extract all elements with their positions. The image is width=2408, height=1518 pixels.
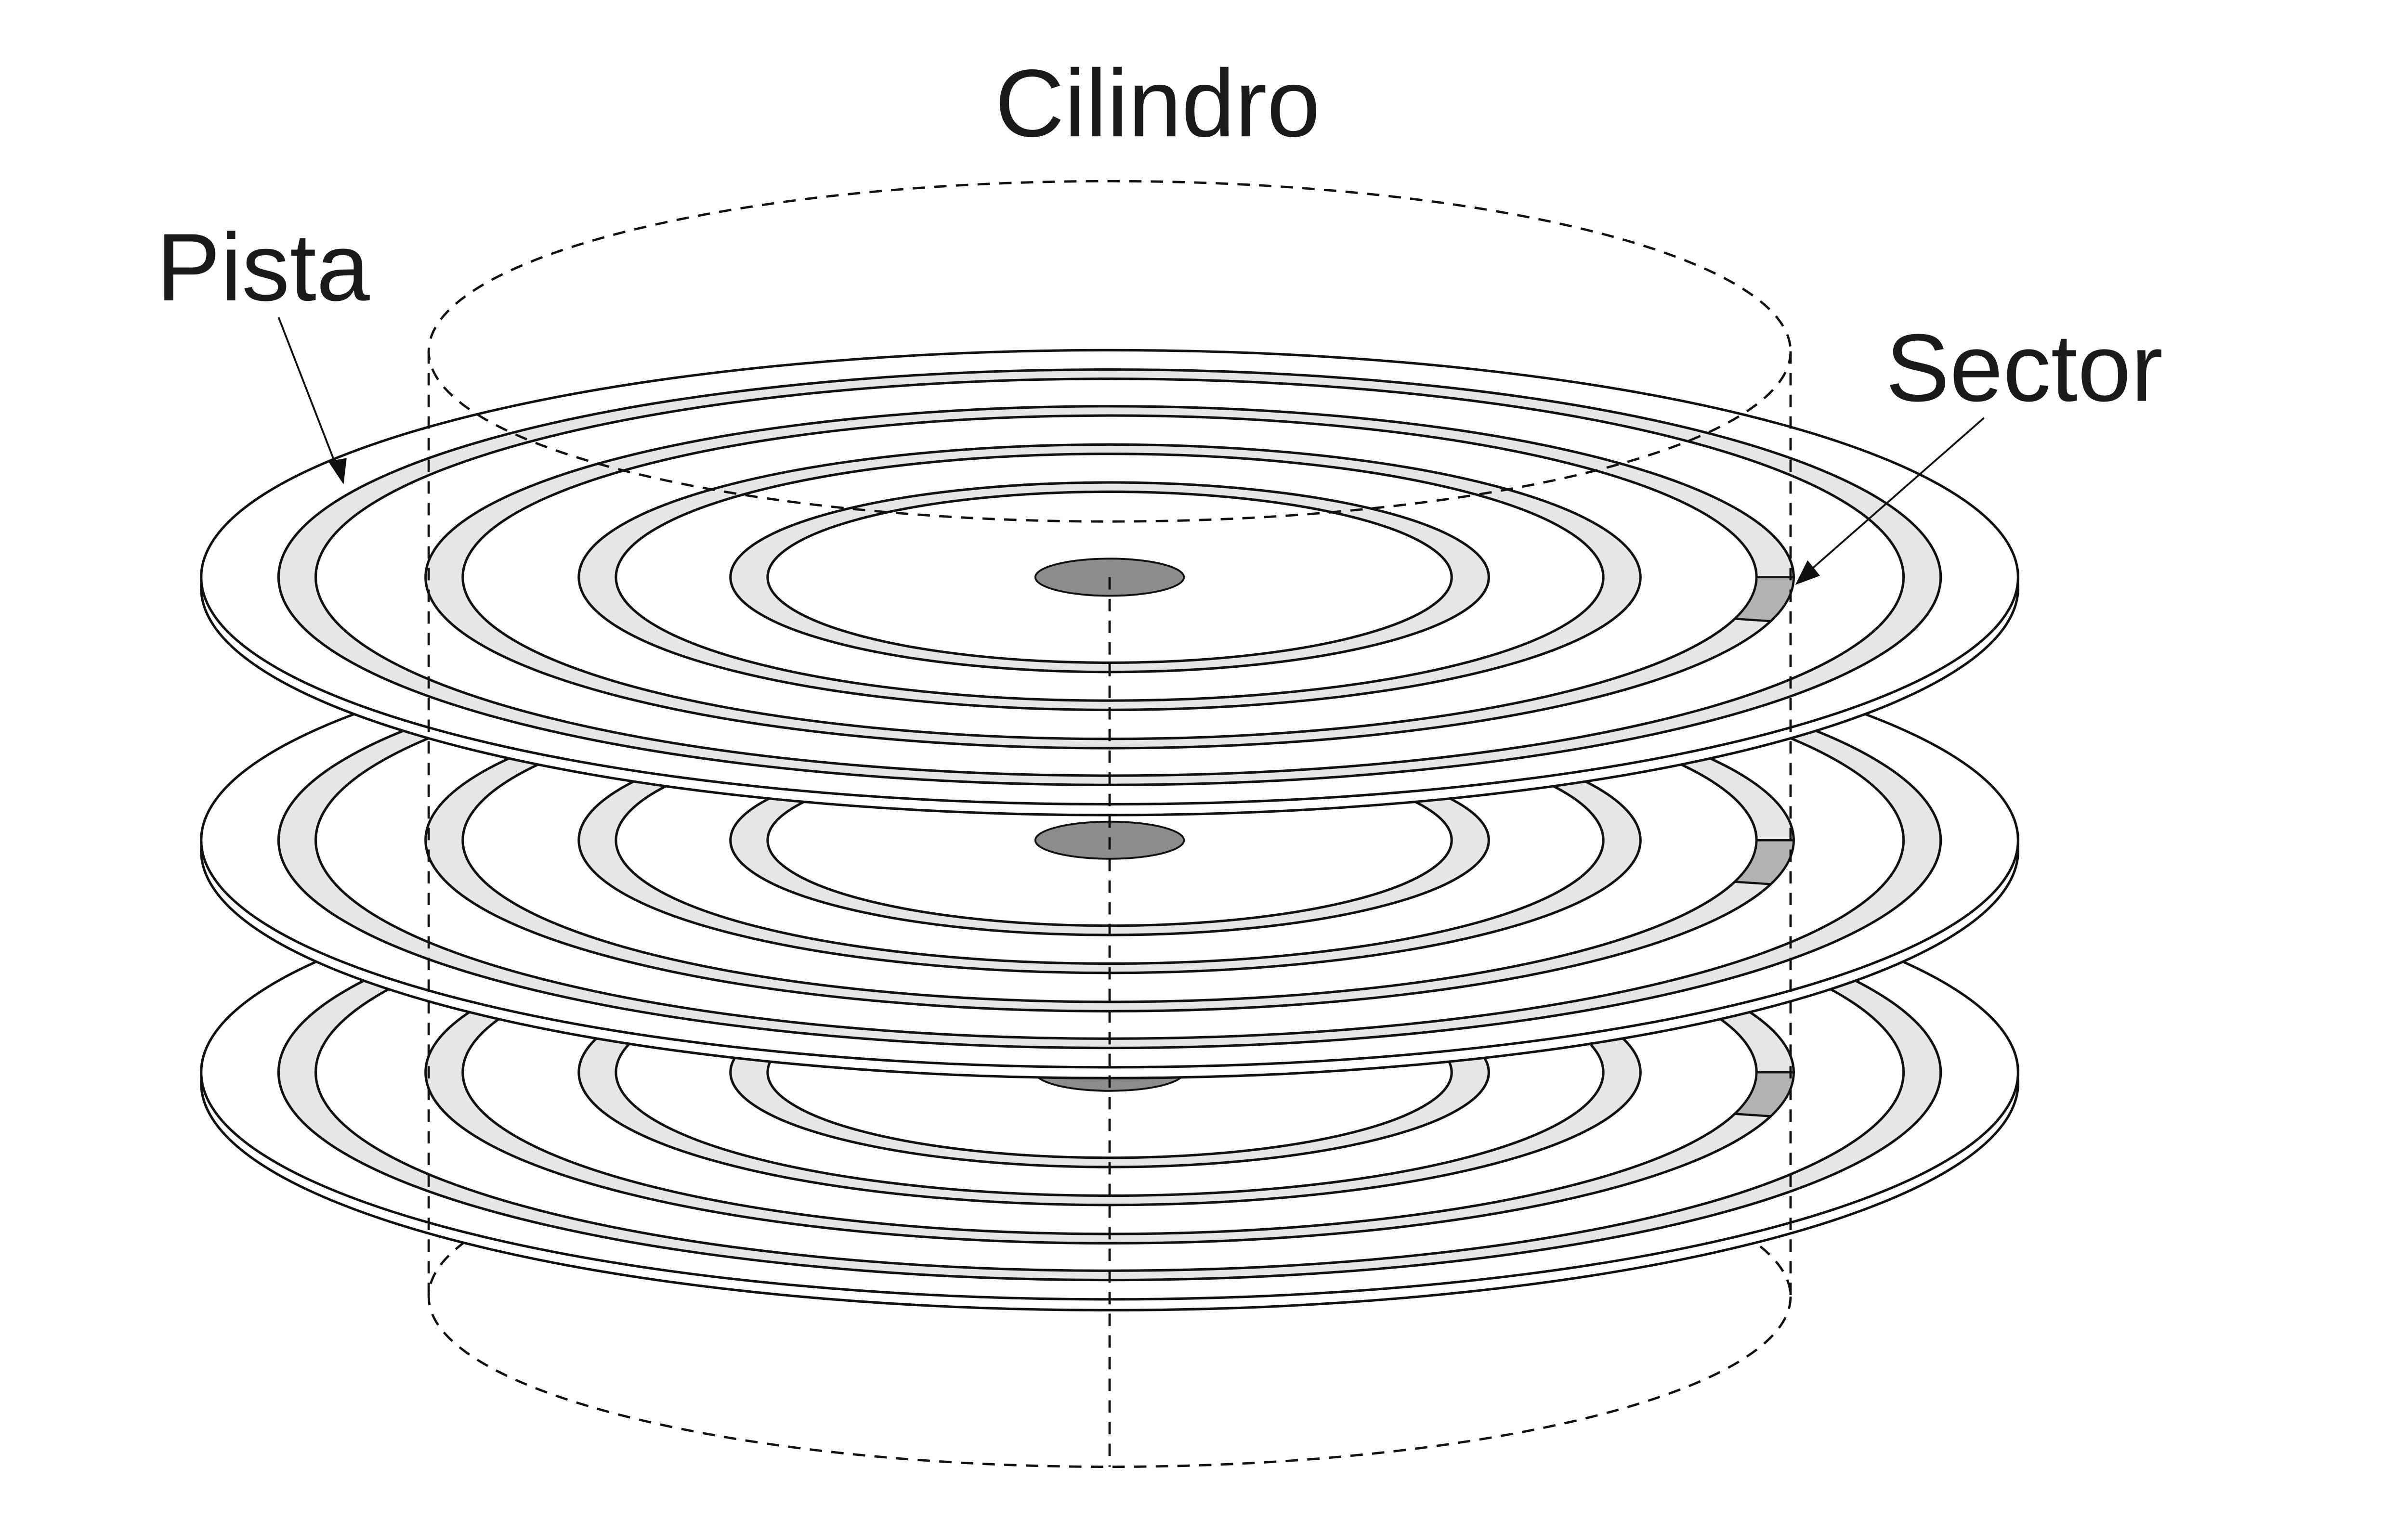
cylinder-outline	[427, 180, 1792, 1467]
platter-1	[200, 349, 2019, 817]
sector-label: Sector	[1885, 315, 2163, 422]
cylinder-label: Cilindro	[995, 50, 1320, 157]
platter-stack	[200, 349, 2019, 1311]
track-arrow-head-icon	[328, 458, 347, 485]
track-pointer	[277, 317, 347, 485]
sector-arrow-head-icon	[1795, 560, 1820, 585]
sector-pointer	[1795, 417, 1985, 585]
spindle-hub	[1034, 558, 1185, 597]
track-arrow-line	[277, 317, 339, 469]
sector-arrow-line	[1807, 417, 1985, 573]
sector-highlight	[1732, 1071, 1795, 1117]
track-label: Pista	[157, 214, 370, 321]
